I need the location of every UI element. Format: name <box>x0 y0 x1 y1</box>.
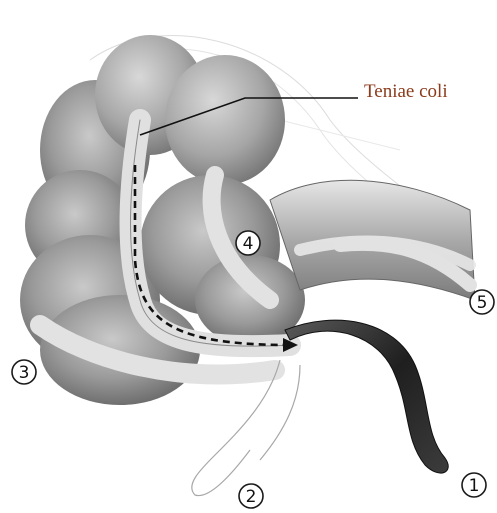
appendix <box>285 320 448 473</box>
svg-text:1: 1 <box>469 476 480 496</box>
svg-text:5: 5 <box>477 293 488 313</box>
marker-5: 5 <box>470 290 494 314</box>
marker-1: 1 <box>462 473 486 497</box>
marker-2: 2 <box>239 484 263 508</box>
svg-text:4: 4 <box>243 234 254 254</box>
marker-4: 4 <box>236 231 260 255</box>
svg-text:3: 3 <box>19 363 30 383</box>
svg-text:2: 2 <box>246 487 257 507</box>
teniae-coli-label: Teniae coli <box>364 81 448 102</box>
marker-3: 3 <box>12 360 36 384</box>
